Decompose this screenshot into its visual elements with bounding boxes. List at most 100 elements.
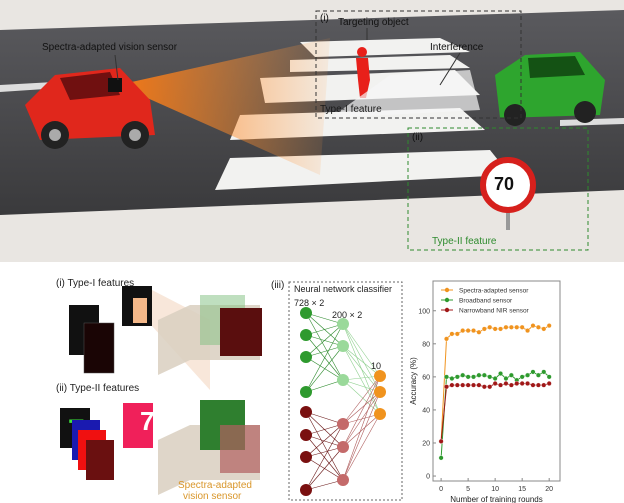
nn-node: [374, 408, 386, 420]
data-point: [487, 324, 493, 330]
nn-connection: [305, 345, 344, 393]
data-point: [508, 324, 514, 330]
type1-title: (i) Type-I features: [56, 278, 135, 289]
data-point: [481, 372, 487, 378]
nn-connection: [305, 423, 344, 458]
nn-connection: [305, 345, 344, 358]
y-tick-label: 0: [426, 474, 430, 481]
nn-node: [337, 474, 349, 486]
interference-glare: [330, 70, 480, 118]
nn-connection: [342, 391, 381, 425]
x-tick-label: 5: [466, 486, 470, 493]
panel-iii-label: (iii): [271, 280, 285, 291]
target-label: Targeting object: [338, 17, 409, 28]
nn-node: [337, 374, 349, 386]
neural-network: [300, 307, 386, 496]
green-car: [495, 52, 605, 126]
data-point: [514, 380, 520, 386]
nn-connection: [305, 423, 344, 436]
nn-connection: [305, 446, 344, 491]
sensor-caption-2: vision sensor: [183, 491, 242, 502]
nn-connection: [342, 391, 381, 481]
data-point: [454, 382, 460, 388]
nn-connection: [342, 345, 381, 377]
plot-frame: [432, 280, 561, 482]
nn-connection: [305, 323, 344, 358]
data-point: [465, 382, 471, 388]
red-car: [25, 68, 155, 149]
data-point: [519, 324, 525, 330]
data-point: [444, 374, 450, 380]
nn-connection: [342, 375, 381, 481]
data-point: [503, 380, 509, 386]
x-tick-label: 10: [491, 486, 499, 493]
nn-node: [337, 340, 349, 352]
data-point: [487, 374, 493, 380]
data-point: [449, 382, 455, 388]
data-point: [541, 326, 547, 332]
type1-label: Type-I feature: [320, 104, 382, 115]
x-tick-label: 0: [439, 486, 443, 493]
nn-connection: [342, 413, 381, 448]
data-point: [503, 324, 509, 330]
data-point: [508, 372, 514, 378]
data-point: [546, 380, 552, 386]
y-axis-label: Accuracy (%): [409, 357, 418, 405]
data-point: [444, 336, 450, 342]
nn-node: [337, 318, 349, 330]
data-point: [476, 329, 482, 335]
legend-label: Spectra-adapted sensor: [459, 288, 529, 295]
nn-connection: [342, 375, 381, 448]
y-tick-label: 60: [422, 374, 430, 381]
layer3-label: 10: [371, 361, 382, 371]
data-point: [530, 382, 536, 388]
data-point: [492, 326, 498, 332]
data-point: [535, 324, 541, 330]
nn-node: [337, 418, 349, 430]
data-point: [492, 376, 498, 382]
vision-sensor-icon: [108, 78, 122, 92]
data-point: [471, 382, 477, 388]
nn-node: [374, 370, 386, 382]
nn-connection: [305, 423, 344, 491]
data-point: [460, 328, 466, 334]
layer2-label: 200 × 2: [332, 310, 363, 320]
nn-connection: [342, 391, 381, 448]
data-point: [492, 380, 498, 386]
type1-box: [315, 10, 522, 119]
sensor-caption-1: Spectra-adapted: [178, 480, 252, 491]
y-tick-label: 20: [422, 440, 430, 447]
data-point: [498, 326, 504, 332]
nn-node: [300, 307, 312, 319]
data-point: [460, 372, 466, 378]
legend-marker: [444, 307, 450, 313]
nn-node: [300, 351, 312, 363]
data-point: [498, 371, 504, 377]
nn-connection: [342, 345, 381, 415]
pedestrian-icon: [356, 47, 370, 98]
y-tick-label: 100: [418, 308, 430, 315]
data-point: [449, 376, 455, 382]
data-point: [519, 374, 525, 380]
nn-connection: [342, 375, 381, 425]
data-point: [530, 323, 536, 329]
data-point: [449, 331, 455, 337]
data-point: [471, 374, 477, 380]
nn-connection: [305, 411, 344, 425]
nn-connection: [342, 323, 381, 393]
nn-connection: [305, 312, 344, 325]
digit-7: 7: [140, 406, 155, 436]
nn-node: [300, 329, 312, 341]
nn-connection: [305, 411, 344, 481]
nn-connection: [305, 434, 344, 448]
sensor-beam: [118, 38, 330, 175]
interference-label: Interference: [430, 42, 484, 53]
nn-node: [300, 484, 312, 496]
road-scene: [0, 0, 624, 262]
nn-node: [300, 429, 312, 441]
data-point: [460, 382, 466, 388]
data-point: [508, 382, 514, 388]
y-tick-label: 40: [422, 407, 430, 414]
nn-connection: [305, 356, 344, 381]
